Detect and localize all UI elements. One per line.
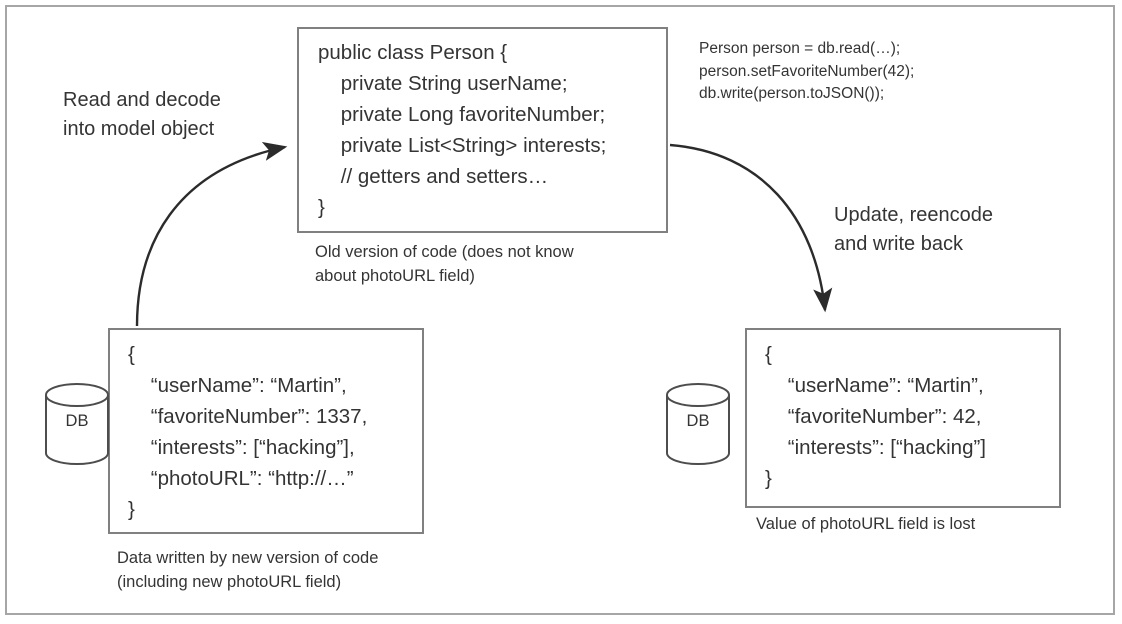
old-code-caption: Old version of code (does not know about… (315, 243, 574, 285)
database-cylinder-icon-right: DB (664, 382, 732, 471)
old-code-text: public class Person { private String use… (318, 41, 607, 219)
record-after-caption: Value of photoURL field is lost (756, 515, 976, 533)
record-after-text: { “userName”: “Martin”, “favoriteNumber”… (765, 343, 987, 490)
database-label-right: DB (686, 412, 710, 430)
record-before-caption: Data written by new version of code (inc… (117, 549, 379, 591)
write-arrow-label: Update, reencode and write back (834, 204, 994, 255)
record-after-box (745, 328, 1061, 508)
database-label-left: DB (65, 412, 89, 430)
database-cylinder-icon-left: DB (43, 382, 111, 471)
record-before-text: { “userName”: “Martin”, “favoriteNumber”… (128, 343, 368, 521)
diagram-outer-frame (5, 5, 1115, 615)
old-code-box (297, 27, 668, 233)
usage-snippet-text: Person person = db.read(…); person.setFa… (699, 40, 915, 102)
read-arrow-label: Read and decode into model object (63, 89, 221, 140)
record-before-box (108, 328, 424, 534)
